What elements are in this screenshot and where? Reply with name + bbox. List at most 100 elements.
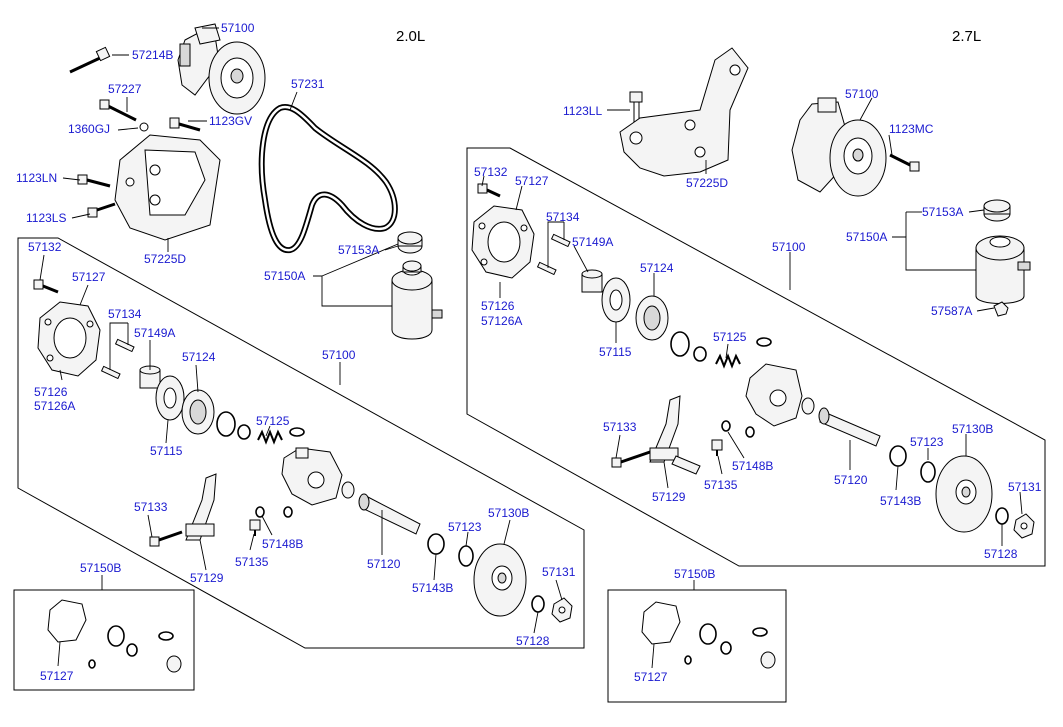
pin-57134-b-left[interactable] <box>100 365 121 380</box>
bolt-57132-left[interactable] <box>33 279 59 294</box>
reservoir-57150a-right[interactable] <box>975 235 1031 304</box>
seal-right[interactable] <box>756 337 772 347</box>
label-57128-right[interactable]: 57128 <box>984 547 1018 561</box>
o-ring-57148b-left-b[interactable] <box>283 506 293 518</box>
label-57131-right[interactable]: 57131 <box>1008 480 1042 494</box>
bolt-1123gv[interactable] <box>169 117 201 132</box>
pin-57134-a-right[interactable] <box>550 233 571 248</box>
label-57150a-left[interactable]: 57150A <box>264 269 305 283</box>
label-57130b-right[interactable]: 57130B <box>952 422 993 436</box>
label-57227[interactable]: 57227 <box>108 82 142 96</box>
o-ring-57148b-right-a[interactable] <box>721 420 731 432</box>
label-1123ls[interactable]: 1123LS <box>26 211 66 225</box>
label-57115-left[interactable]: 57115 <box>150 444 183 458</box>
label-57148b-right[interactable]: 57148B <box>732 459 773 473</box>
seal-left[interactable] <box>289 427 305 437</box>
bracket-57129-right[interactable] <box>649 395 701 475</box>
label-57124-right[interactable]: 57124 <box>640 261 674 275</box>
label-57126-left[interactable]: 57126 <box>34 385 68 399</box>
label-57150a-right[interactable]: 57150A <box>846 230 887 244</box>
label-57150b-left[interactable]: 57150B <box>80 561 121 575</box>
label-57123-left[interactable]: 57123 <box>448 520 482 534</box>
label-57126-right[interactable]: 57126 <box>481 299 515 313</box>
label-57126a-left[interactable]: 57126A <box>34 399 75 413</box>
bolt-57132-right[interactable] <box>477 183 501 198</box>
nut-57131-right[interactable] <box>1013 513 1035 539</box>
cam-ring-57124-left[interactable] <box>181 389 215 435</box>
washer-57128-right[interactable] <box>995 507 1009 525</box>
bolt-57133-right[interactable] <box>611 450 651 468</box>
valve-57135-left[interactable] <box>249 519 261 536</box>
label-57225d-left[interactable]: 57225D <box>144 252 186 266</box>
label-57126a-right[interactable]: 57126A <box>481 314 522 328</box>
drive-belt-57231[interactable] <box>258 104 398 254</box>
label-57123-right[interactable]: 57123 <box>910 435 944 449</box>
label-57143b-right[interactable]: 57143B <box>880 494 921 508</box>
label-57132-right[interactable]: 57132 <box>474 165 508 179</box>
bolt-1123ls[interactable] <box>87 202 116 218</box>
label-57133-right[interactable]: 57133 <box>603 420 637 434</box>
label-57134-left[interactable]: 57134 <box>108 307 142 321</box>
bolt-1123mc[interactable] <box>889 153 920 172</box>
cover-57127-left[interactable] <box>37 301 101 377</box>
cam-ring-57124-right[interactable] <box>635 295 669 341</box>
snap-ring-57123-left[interactable] <box>458 545 474 567</box>
kit-parts-right[interactable] <box>641 601 776 669</box>
bracket-57129-left[interactable] <box>185 473 217 541</box>
label-57150b-right[interactable]: 57150B <box>674 567 715 581</box>
label-57129-left[interactable]: 57129 <box>190 571 224 585</box>
label-57100-right-top[interactable]: 57100 <box>845 87 879 101</box>
kit-parts-left[interactable] <box>47 599 182 673</box>
seal-57143b-right[interactable] <box>889 445 907 467</box>
pump-housing-left[interactable] <box>281 447 343 506</box>
washer-1360gj[interactable] <box>139 122 149 132</box>
label-57148b-left[interactable]: 57148B <box>262 537 303 551</box>
pulley-57130b-left[interactable] <box>473 543 527 617</box>
label-57129-right[interactable]: 57129 <box>652 490 686 504</box>
seal-57143b-left[interactable] <box>427 533 445 555</box>
label-57120-right[interactable]: 57120 <box>834 473 868 487</box>
label-57149a-right[interactable]: 57149A <box>572 235 613 249</box>
label-57231[interactable]: 57231 <box>291 77 325 91</box>
label-1123ln[interactable]: 1123LN <box>16 171 57 185</box>
pin-57134-b-right[interactable] <box>536 261 557 276</box>
reservoir-57150a-left[interactable] <box>391 260 443 340</box>
label-1123gv[interactable]: 1123GV <box>209 114 252 128</box>
pulley-57130b-right[interactable] <box>935 455 993 533</box>
o-ring-left-1[interactable] <box>216 411 236 437</box>
o-ring-57148b-right-b[interactable] <box>745 426 755 438</box>
label-57125-left[interactable]: 57125 <box>256 414 290 428</box>
label-57124-left[interactable]: 57124 <box>182 350 216 364</box>
reservoir-cap-57153a-right[interactable] <box>983 199 1011 222</box>
shaft-57120-right[interactable] <box>818 407 881 447</box>
label-57128-left[interactable]: 57128 <box>516 634 550 648</box>
pump-housing-right[interactable] <box>745 363 815 427</box>
label-1123mc[interactable]: 1123MC <box>889 122 934 136</box>
pin-57134-a-left[interactable] <box>114 338 135 353</box>
pump-assembly-right[interactable] <box>791 97 887 197</box>
label-57132-left[interactable]: 57132 <box>28 240 62 254</box>
nut-57131-left[interactable] <box>551 597 573 623</box>
label-57127-right-kit[interactable]: 57127 <box>634 670 668 684</box>
label-1123ll[interactable]: 1123LL <box>563 104 602 118</box>
label-1360gj[interactable]: 1360GJ <box>68 122 110 136</box>
label-57125-right[interactable]: 57125 <box>713 330 747 344</box>
label-57135-right[interactable]: 57135 <box>704 478 738 492</box>
label-57131-left[interactable]: 57131 <box>542 565 576 579</box>
label-57149a-left[interactable]: 57149A <box>134 326 175 340</box>
ring-57149a-right[interactable] <box>581 269 603 293</box>
pump-assembly-left[interactable] <box>177 23 266 115</box>
spring-57125-left[interactable] <box>257 429 283 445</box>
rotor-57115-left[interactable] <box>155 375 185 421</box>
label-57130b-left[interactable]: 57130B <box>488 506 529 520</box>
label-57100-right-box[interactable]: 57100 <box>772 240 806 254</box>
shaft-57120-left[interactable] <box>341 481 421 535</box>
o-ring-left-2[interactable] <box>237 424 251 440</box>
o-ring-57148b-left-a[interactable] <box>255 506 265 518</box>
o-ring-right-1[interactable] <box>670 331 690 357</box>
bolt-57227[interactable] <box>99 99 137 122</box>
label-57143b-left[interactable]: 57143B <box>412 581 453 595</box>
o-ring-right-2[interactable] <box>693 346 707 362</box>
label-57127-left[interactable]: 57127 <box>72 270 106 284</box>
label-57100-left-box[interactable]: 57100 <box>322 348 356 362</box>
